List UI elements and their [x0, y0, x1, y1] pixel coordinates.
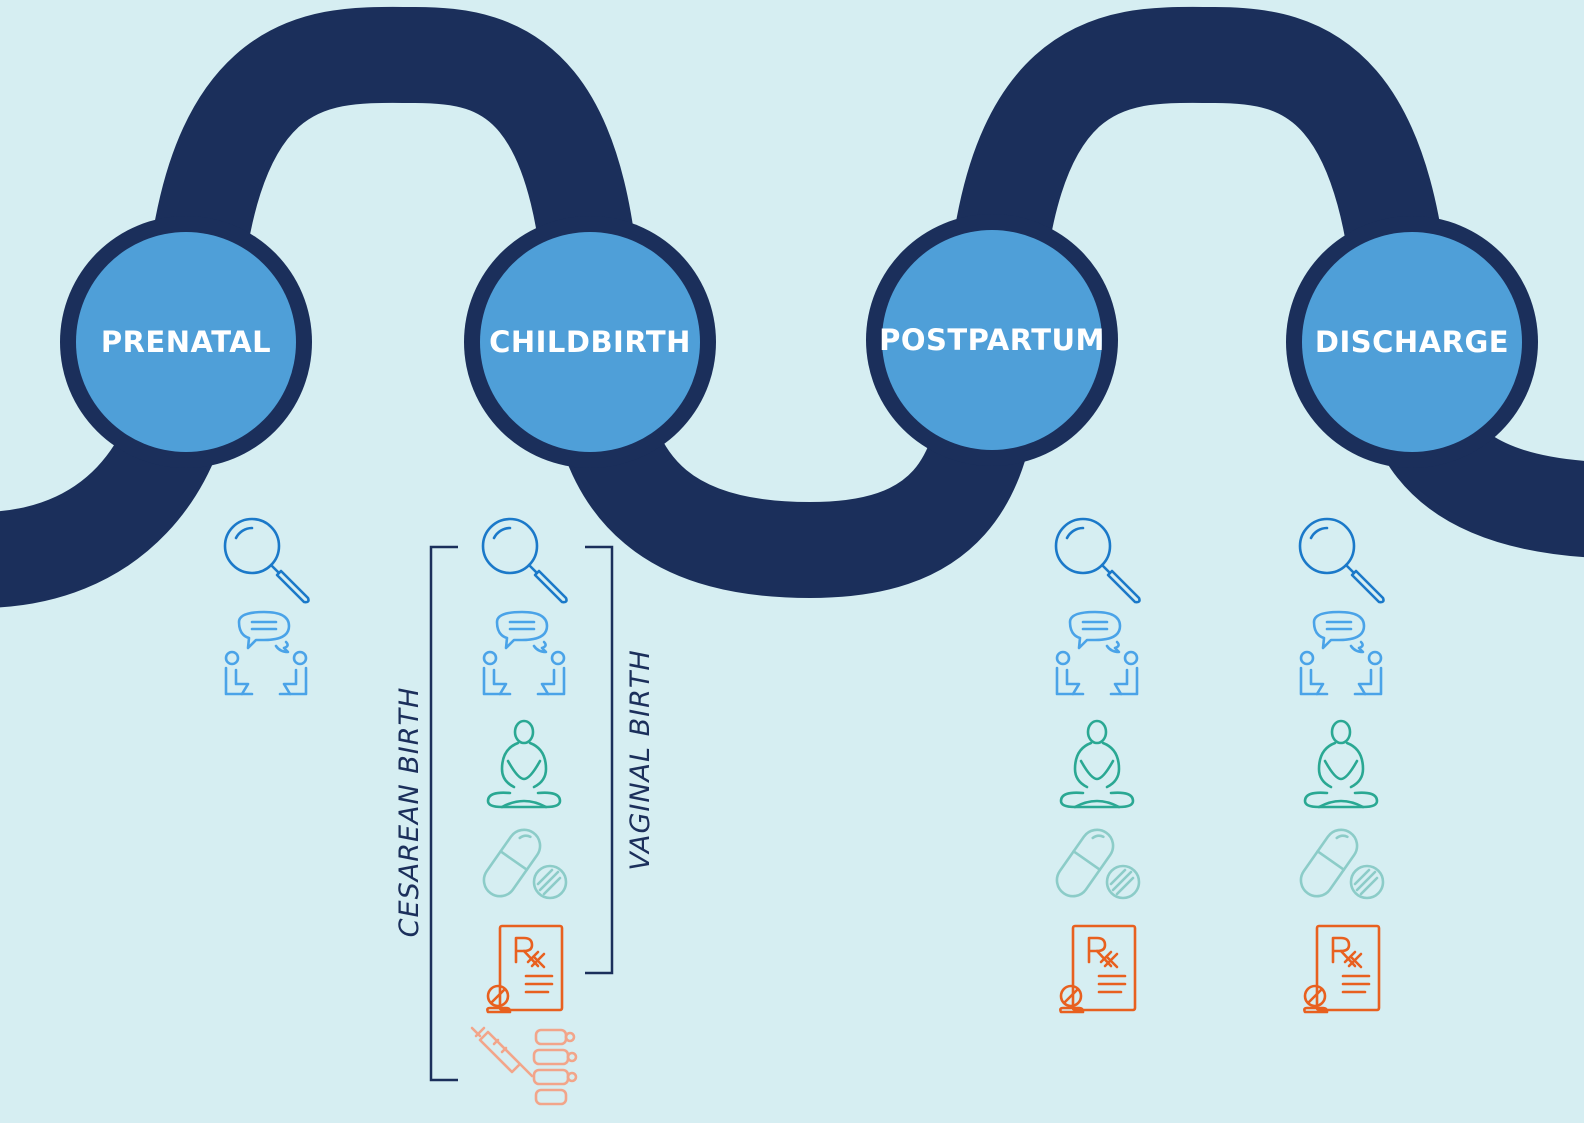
stage-node-discharge: DISCHARGE	[1286, 216, 1538, 468]
pills-icon	[476, 822, 568, 904]
counseling-icon	[1055, 610, 1139, 696]
stage-node-prenatal: PRENATAL	[60, 216, 312, 468]
meditation-icon	[1059, 719, 1135, 809]
meditation-icon	[1303, 719, 1379, 809]
pathway-road	[0, 6, 1584, 608]
stage-node-childbirth: CHILDBIRTH	[464, 216, 716, 468]
magnifier-icon	[1298, 517, 1385, 604]
stage-label-postpartum: POSTPARTUM	[879, 323, 1105, 357]
magnifier-icon	[481, 517, 568, 604]
counseling-icon	[1299, 610, 1383, 696]
prescription-icon	[486, 924, 564, 1014]
stage-node-disc	[1302, 232, 1522, 452]
stage-label-prenatal: PRENATAL	[101, 325, 271, 359]
cesarean-birth-bracket: CESAREAN BIRTH	[394, 545, 458, 1082]
prescription-icon	[1303, 924, 1381, 1014]
stage-label-childbirth: CHILDBIRTH	[489, 325, 691, 359]
stage-node-disc	[480, 232, 700, 452]
vaginal-birth-bracket: VAGINAL BIRTH	[585, 545, 656, 975]
stage-node-postpartum: POSTPARTUM	[866, 214, 1118, 466]
cesarean-birth-label: CESAREAN BIRTH	[394, 687, 425, 938]
vaginal-birth-label: VAGINAL BIRTH	[625, 649, 656, 870]
spine-injection-icon	[470, 1026, 578, 1106]
magnifier-icon	[223, 517, 310, 604]
prescription-icon	[1059, 924, 1137, 1014]
pills-icon	[1049, 822, 1141, 904]
magnifier-icon	[1054, 517, 1141, 604]
counseling-icon	[482, 610, 566, 696]
stage-node-disc	[882, 230, 1102, 450]
stage-node-disc	[76, 232, 296, 452]
counseling-icon	[224, 610, 308, 696]
meditation-icon	[486, 719, 562, 809]
stage-label-discharge: DISCHARGE	[1315, 325, 1509, 359]
pills-icon	[1293, 822, 1385, 904]
